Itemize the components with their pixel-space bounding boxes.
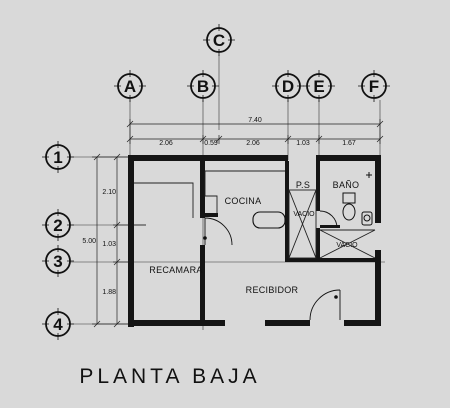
axis-label-4: 4 [53,315,63,334]
axis-label-3: 3 [53,252,62,271]
axis-label-b: B [197,77,209,96]
dimension-width-5: 1.67 [342,140,356,147]
dimension-height-3: 1.88 [102,289,116,296]
note-vacio-1: VACIO [293,211,315,218]
axis-label-d: D [282,77,294,96]
axis-bubbles-columns: A B C D E [114,24,390,102]
dimension-total-width: 7.40 [248,117,262,124]
dimension-height-2: 1.03 [102,241,116,248]
axis-bubble-4: 4 [42,308,74,340]
axis-bubbles-rows: 1 2 3 4 [42,141,74,340]
axis-bubble-e: E [303,70,335,102]
dimension-width-2: 0.59 [204,140,218,147]
horizontal-dimensions [126,119,384,144]
walls [128,155,381,327]
axis-label-c: C [213,31,225,50]
doors [204,210,341,321]
vertical-dimensions [92,153,128,328]
axis-bubble-b: B [187,70,219,102]
room-label-bano: BAÑO [333,180,360,190]
dimension-total-height: 5.00 [82,238,96,245]
axis-label-2: 2 [53,216,62,235]
axis-bubble-3: 3 [42,245,74,277]
axis-bubble-a: A [114,70,146,102]
axis-bubble-d: D [272,70,304,102]
room-label-cocina: COCINA [225,196,262,206]
kitchen-sink [252,211,286,229]
note-vacio-2: VACIO [336,242,358,249]
dimension-width-3: 2.06 [246,140,260,147]
dimension-height-1: 2.10 [102,189,116,196]
axis-bubble-f: F [358,70,390,102]
interior-lines [134,170,376,259]
bathroom-fixtures [342,172,373,226]
door-hinges [203,236,338,299]
room-label-ps: P.S [296,180,310,190]
axis-label-1: 1 [53,148,62,167]
room-label-recibidor: RECIBIDOR [246,285,299,295]
axis-label-a: A [124,77,136,96]
dimension-width-1: 2.06 [159,140,173,147]
plan-title: PLANTA BAJA [79,365,260,388]
axis-label-e: E [313,77,324,96]
axis-bubble-1: 1 [42,141,74,173]
axis-bubble-c: C [203,24,235,56]
dimension-width-4: 1.03 [296,140,310,147]
room-label-recamara: RECAMARA [149,265,202,275]
axis-label-f: F [369,77,379,96]
axis-bubble-2: 2 [42,209,74,241]
